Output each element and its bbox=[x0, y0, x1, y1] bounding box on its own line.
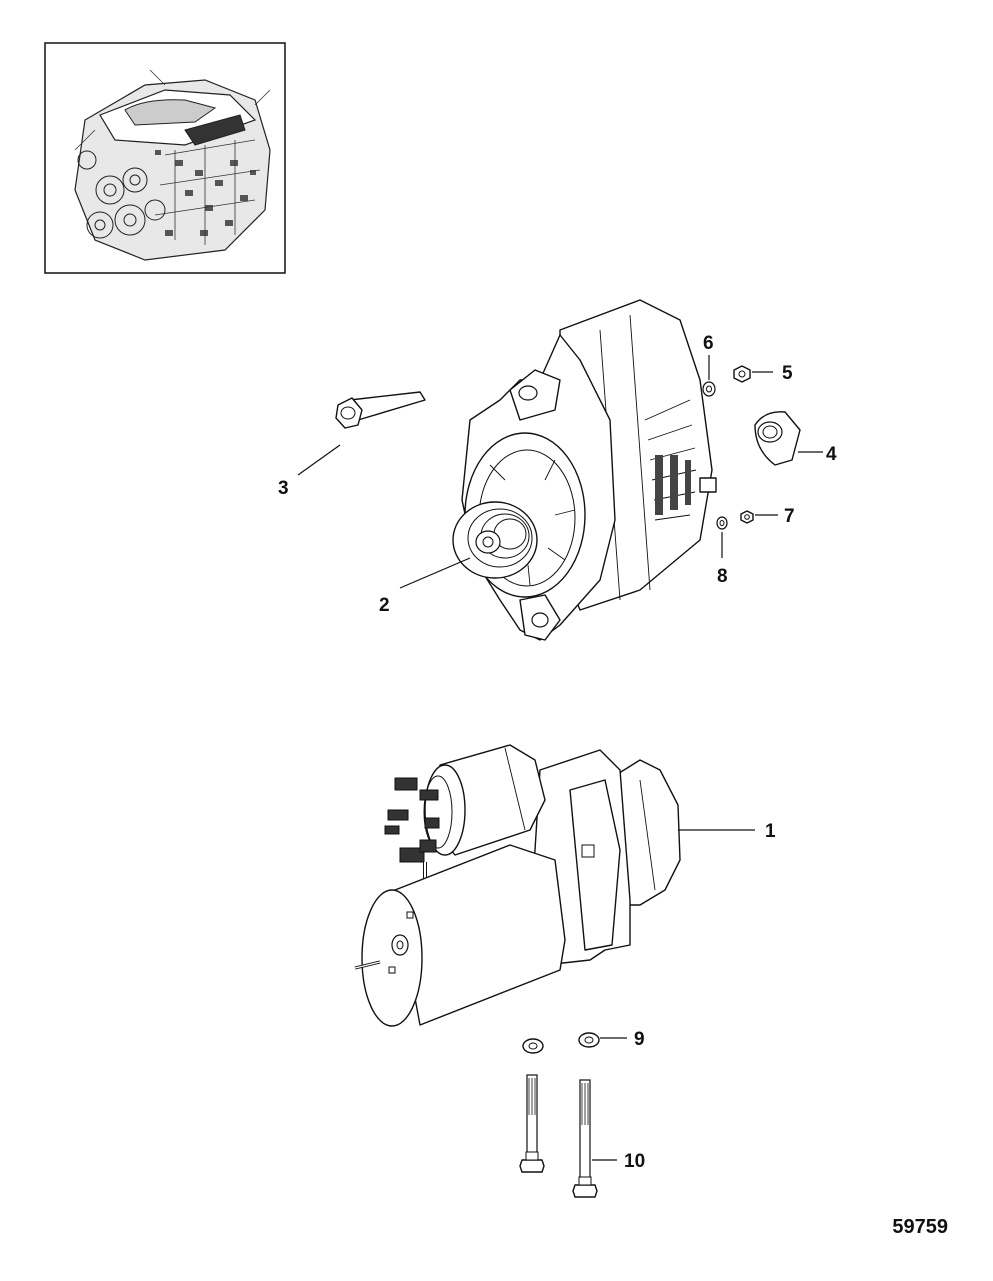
callout-9: 9 bbox=[634, 1029, 645, 1050]
terminal-nut-5 bbox=[733, 365, 751, 383]
starter-motor bbox=[354, 744, 681, 1027]
washer-8 bbox=[716, 516, 728, 530]
washer-6 bbox=[702, 381, 716, 397]
callout-labels: 1 2 3 4 5 6 7 8 9 10 bbox=[278, 333, 837, 1172]
engine-inset bbox=[44, 42, 286, 274]
callout-3: 3 bbox=[278, 478, 289, 499]
callout-1: 1 bbox=[765, 821, 776, 842]
alternator bbox=[452, 299, 717, 641]
terminal-boot bbox=[754, 411, 801, 466]
starter-washer-lower bbox=[578, 1032, 600, 1048]
starter-stud-right bbox=[572, 1079, 598, 1198]
alternator-bolt bbox=[335, 391, 426, 429]
terminal-nut-7 bbox=[740, 510, 754, 524]
starter-washer-upper bbox=[522, 1038, 544, 1054]
callout-4: 4 bbox=[826, 444, 837, 465]
figure-number: 59759 bbox=[892, 1216, 948, 1238]
callout-2: 2 bbox=[379, 595, 390, 616]
callout-8: 8 bbox=[717, 566, 728, 587]
leader-lines bbox=[297, 355, 823, 1161]
callout-6: 6 bbox=[703, 333, 714, 354]
starter-stud-left bbox=[519, 1074, 545, 1173]
engine-illustration bbox=[74, 69, 271, 261]
solenoid-terminals bbox=[384, 777, 440, 863]
callout-7: 7 bbox=[784, 506, 795, 527]
callout-10: 10 bbox=[624, 1151, 645, 1172]
callout-5: 5 bbox=[782, 363, 793, 384]
